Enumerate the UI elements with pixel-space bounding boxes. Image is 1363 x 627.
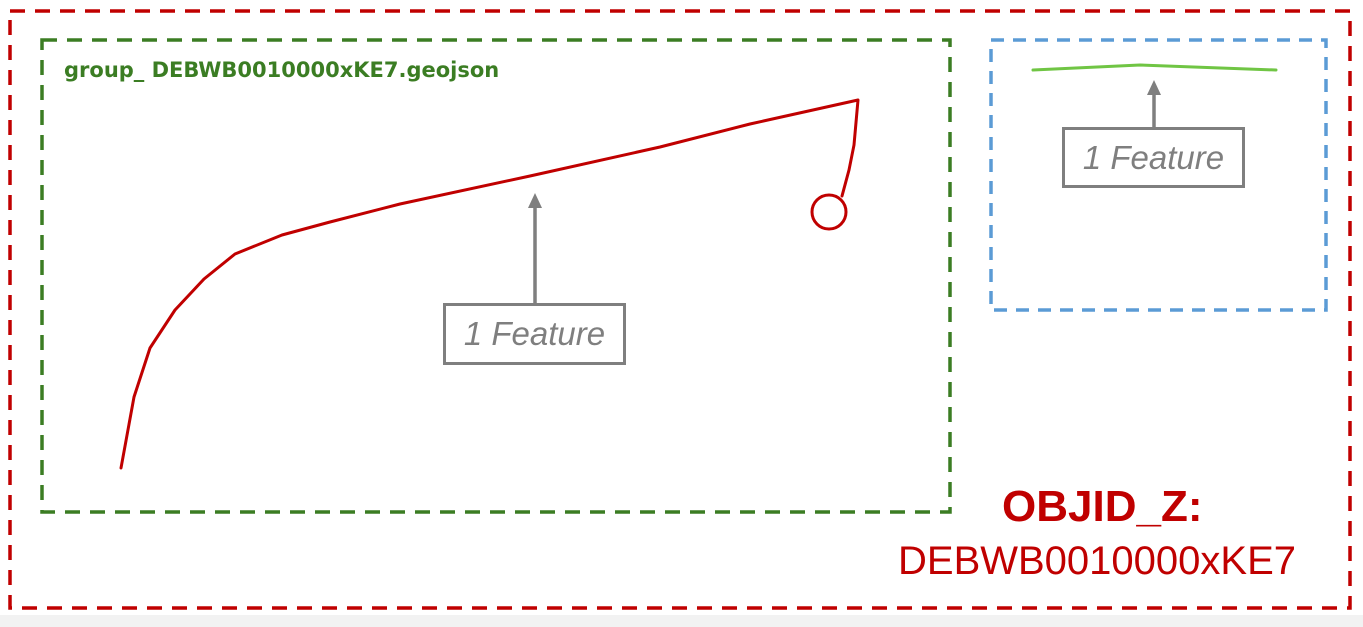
geojson-group-label: group_ DEBWB0010000xKE7.geojson bbox=[64, 58, 500, 82]
outer-objid-frame bbox=[8, 9, 1352, 610]
main-feature-count-box: 1 Feature bbox=[443, 303, 626, 365]
bottom-strip bbox=[0, 615, 1363, 627]
objid-value-label: DEBWB0010000xKE7 bbox=[898, 539, 1297, 583]
secondary-feature-count-label: 1 Feature bbox=[1082, 138, 1225, 176]
secondary-group-frame bbox=[989, 38, 1328, 312]
main-feature-arrow-head bbox=[528, 193, 542, 208]
objid-key-label: OBJID_Z: bbox=[1002, 482, 1203, 531]
red-line-feature bbox=[119, 98, 860, 470]
geojson-group-frame bbox=[40, 38, 952, 514]
small-feature-arrow-head bbox=[1147, 80, 1161, 95]
green-line-feature bbox=[1031, 63, 1278, 72]
secondary-feature-count-box: 1 Feature bbox=[1062, 127, 1245, 188]
red-endpoint-circle bbox=[810, 193, 848, 231]
main-feature-count-label: 1 Feature bbox=[463, 315, 606, 352]
